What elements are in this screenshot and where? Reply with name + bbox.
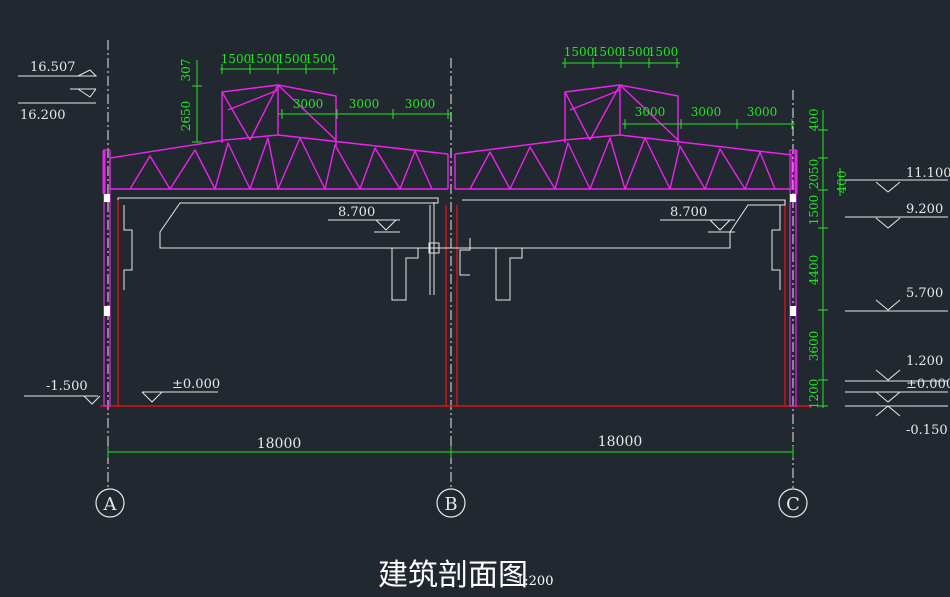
wall-c [789,149,797,407]
truss-left-top-chord [109,134,449,159]
elev-minus-1-500: -1.500 [46,379,88,394]
elev-9-200: 9.200 [906,202,943,217]
elev-11-100: 11.100 [906,166,950,181]
dim-ticks-skylight-right [564,58,678,68]
skylight-left-web [221,84,337,141]
skylight-height-307: 307 [179,59,193,82]
panel-dim-left-2: 3000 [349,97,380,111]
panel-dim-right-1: 3000 [635,105,666,119]
span-dim-bc: 18000 [598,434,643,450]
dim-ticks-skylight-left [221,64,335,74]
wall-dim-3600: 3600 [807,331,821,362]
dimensions [107,58,841,458]
skylight-height-2650: 2650 [179,101,193,132]
wall-dim-1200: 1200 [807,379,821,410]
drawing-title: 建筑剖面图 [378,558,528,593]
wall-a [103,149,111,407]
beam-left-bay [117,197,439,249]
elev-zero-left: ±0.000 [172,377,220,392]
elev-16-507: 16.507 [30,60,76,75]
walls [102,149,798,407]
elevation-marks [18,69,948,417]
wall-dim-1500: 1500 [807,195,821,226]
wall-dim-4400: 4400 [807,255,821,286]
window-a-2 [104,306,110,316]
wall-dim-400-mid: 400 [835,171,849,194]
axis-label-a: A [103,494,118,515]
panel-dim-right-2: 3000 [691,105,722,119]
truss-right-top-chord [454,134,793,156]
truss-right-web [469,137,776,190]
skylight-dim-right-3: 1500 [620,45,651,59]
elev-16-200: 16.200 [20,108,66,123]
axis-lines [107,40,794,488]
column-b-head [459,238,471,276]
beam-right-bay [462,199,786,249]
skylight-right-web [564,84,679,141]
skylight-dim-right-1: 1500 [564,45,595,59]
skylight-dim-right-2: 1500 [592,45,623,59]
panel-dim-left-1: 3000 [293,97,324,111]
wall-dim-2050: 2050 [807,159,821,190]
skylight-dim-left-1: 1500 [221,52,252,66]
span-dim-ab: 18000 [257,436,302,452]
elev-1-200: 1.200 [906,354,943,369]
ground [100,200,812,407]
bracket-b-right [495,248,523,301]
trusses [109,84,793,190]
drawing-scale: 1:200 [516,574,553,589]
elev-8-700-left: 8.700 [338,205,375,220]
panel-dim-left-3: 3000 [405,97,436,111]
axis-bubbles [95,488,808,518]
skylight-dim-left-2: 1500 [249,52,280,66]
skylight-dim-left-3: 1500 [277,52,308,66]
axis-label-c: C [786,494,800,515]
crane-structure [117,197,786,301]
bracket-c [771,205,781,290]
cursor-crosshair [388,202,480,295]
skylight-left-frame [221,84,337,146]
truss-left-web [129,137,433,190]
elev-8-700-right: 8.700 [670,205,707,220]
bracket-b-left [391,248,419,301]
axis-bubble-b[interactable] [436,488,466,518]
skylight-dim-left-4: 1500 [305,52,336,66]
elev-5-700: 5.700 [906,286,943,301]
panel-dim-right-3: 3000 [747,105,778,119]
elev-zero-right: ±0.000 [906,377,950,392]
axis-bubble-c[interactable] [778,488,808,518]
skylight-dim-right-4: 1500 [648,45,679,59]
window-c-1 [790,194,796,202]
bracket-a [123,205,133,290]
window-c-2 [790,306,796,316]
axis-bubble-a[interactable] [95,488,125,518]
wall-dim-400-top: 400 [807,109,821,132]
axis-label-b: B [444,494,457,515]
window-a-1 [104,194,110,202]
elev-minus-0-150: -0.150 [906,423,948,438]
